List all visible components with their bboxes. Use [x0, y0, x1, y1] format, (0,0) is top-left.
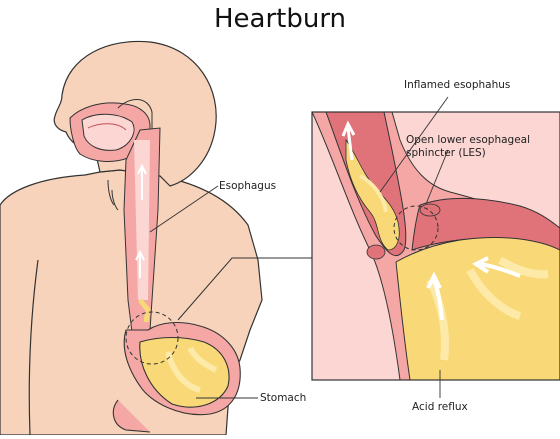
- diagram-title: Heartburn: [0, 4, 560, 34]
- label-inflamed-esophagus: Inflamed esophahus: [404, 79, 510, 92]
- label-open-les-line-2: sphincter (LES): [406, 147, 486, 160]
- label-acid-reflux: Acid reflux: [412, 401, 468, 414]
- label-open-les-line-1: Open lower esophageal: [406, 134, 530, 147]
- label-stomach: Stomach: [260, 392, 306, 405]
- label-esophagus: Esophagus: [219, 180, 276, 193]
